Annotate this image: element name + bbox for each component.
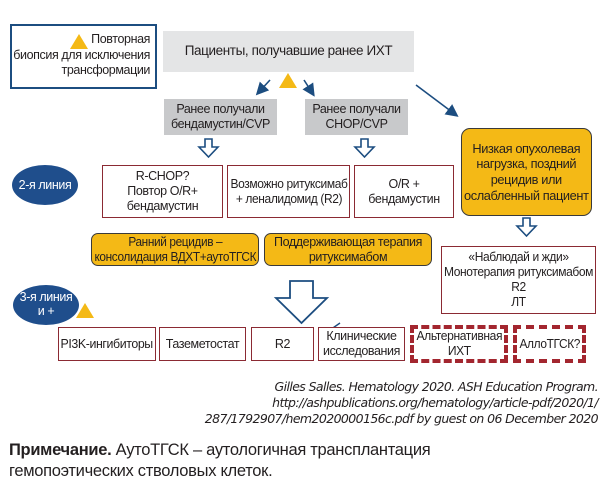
legend-line2: биопсия для исключения xyxy=(13,47,150,62)
maintenance-box: Поддерживающая терапия ритуксимабом xyxy=(264,233,432,266)
prior-chop-box: Ранее получали CHOP/CVP xyxy=(305,99,408,135)
early-relapse-box: Ранний рецидив – консолидация ВДХТ+аутоТ… xyxy=(91,233,259,266)
third-line-option: Таземетостат xyxy=(159,327,246,361)
second-line-label: 2-я линия xyxy=(18,177,72,192)
prior-bendamustine-box: Ранее получали бендамустин/CVP xyxy=(164,99,277,135)
option-line: бендамустин xyxy=(126,199,199,213)
option-line: Таземетостат xyxy=(165,336,240,351)
block-arrow-low-burden xyxy=(515,217,538,238)
third-line-alt-option: Альтернативная ИХТ xyxy=(410,325,508,363)
watch-line3: R2 xyxy=(511,280,526,294)
option-line: PI3K-ингибиторы xyxy=(60,336,154,351)
low-burden-line2: нагрузка, поздний xyxy=(476,156,577,172)
low-burden-line3: рецидив или xyxy=(490,172,563,187)
option-line: бендамустин xyxy=(368,191,440,206)
early-relapse-line1: Ранний рецидив – xyxy=(128,234,222,249)
footnote-bold: Примечание. xyxy=(9,441,112,459)
third-line-option: Клинические исследования xyxy=(318,327,405,361)
citation-line3: 287/1792907/hem2020000156c.pdf by guest … xyxy=(204,411,599,426)
arrow-to-benda xyxy=(255,79,271,96)
third-line-label1: 3-я линия xyxy=(19,290,73,305)
option-line: АллоТГСК? xyxy=(519,336,580,351)
third-line-badge: 3-я линия и + xyxy=(13,285,79,325)
citation: Gilles Salles. Hematology 2020. ASH Educ… xyxy=(0,379,599,427)
second-line-option: Возможно ритуксимаб + леналидомид (R2) xyxy=(227,165,350,218)
warning-triangle-icon xyxy=(76,303,94,318)
third-line-option: PI3K-ингибиторы xyxy=(58,327,156,361)
legend-line3: трансформации xyxy=(61,63,151,78)
option-line: Альтернативная xyxy=(416,329,502,343)
third-line-option: R2 xyxy=(251,327,314,361)
prior-benda-line2: бендамустин/CVP xyxy=(171,117,270,131)
citation-line2: http://ashpublications.org/hematology/ar… xyxy=(272,395,598,410)
low-burden-line4: ослабленный пациент xyxy=(464,187,589,203)
option-line: Возможно ритуксимаб xyxy=(230,176,348,191)
option-line: O/R + xyxy=(388,176,420,191)
footnote-line1: АутоТГСК – аутологичная трансплантация xyxy=(111,441,431,459)
maintenance-line1: Поддерживающая терапия xyxy=(274,234,422,249)
prior-chop-line2: CHOP/CVP xyxy=(325,117,388,131)
footnote-line2: гемопоэтических стволовых клеток. xyxy=(9,462,273,481)
option-line: + леналидомид (R2) xyxy=(235,191,342,206)
maintenance-line2: ритуксимабом xyxy=(308,249,388,264)
top-patients-box: Пациенты, получавшие ранее ИХТ xyxy=(163,31,414,72)
legend-line1: Повторная xyxy=(91,32,150,46)
warning-triangle-icon xyxy=(70,34,88,49)
citation-line1: Gilles Salles. Hematology 2020. ASH Educ… xyxy=(274,379,598,394)
prior-chop-line1: Ранее получали xyxy=(312,102,401,116)
watch-line2: Монотерапия ритуксимабом xyxy=(443,265,594,279)
third-line-alt-option: АллоТГСК? xyxy=(513,325,586,363)
second-line-option: O/R + бендамустин xyxy=(354,165,454,218)
option-line: R2 xyxy=(274,336,291,351)
second-line-badge: 2-я линия xyxy=(12,165,78,205)
low-burden-box: Низкая опухолевая нагрузка, поздний реци… xyxy=(461,128,592,216)
second-line-option: R-CHOP? Повтор O/R+ бендамустин xyxy=(102,165,223,218)
watch-line4: ЛТ xyxy=(511,295,526,309)
option-line: исследования xyxy=(322,344,400,358)
legend-box: Повторная биопсия для исключения трансфо… xyxy=(10,24,157,89)
block-arrow-chop xyxy=(353,138,376,159)
low-burden-line1: Низкая опухолевая xyxy=(472,140,581,156)
block-arrow-benda xyxy=(197,138,220,159)
arrow-to-low-burden xyxy=(415,84,459,117)
warning-triangle-icon xyxy=(279,73,297,88)
third-line-label2: и + xyxy=(37,304,55,318)
early-relapse-line2: консолидация ВДХТ+аутоТГСК xyxy=(94,249,256,264)
option-line: Повтор O/R+ xyxy=(127,184,198,198)
watch-line1: «Наблюдай и жди» xyxy=(468,250,569,264)
top-patients-label: Пациенты, получавшие ранее ИХТ xyxy=(184,43,393,59)
arrow-to-chop xyxy=(302,79,315,97)
option-line: Клинические xyxy=(326,329,397,343)
watch-and-wait-box: «Наблюдай и жди» Монотерапия ритуксимабо… xyxy=(441,246,596,314)
option-line: R-CHOP? xyxy=(135,169,190,183)
block-arrow-third-line xyxy=(273,280,330,325)
footnote: Примечание. АутоТГСК – аутологичная тран… xyxy=(9,440,604,483)
option-line: ИХТ xyxy=(447,344,471,358)
prior-benda-line1: Ранее получали xyxy=(176,102,265,116)
